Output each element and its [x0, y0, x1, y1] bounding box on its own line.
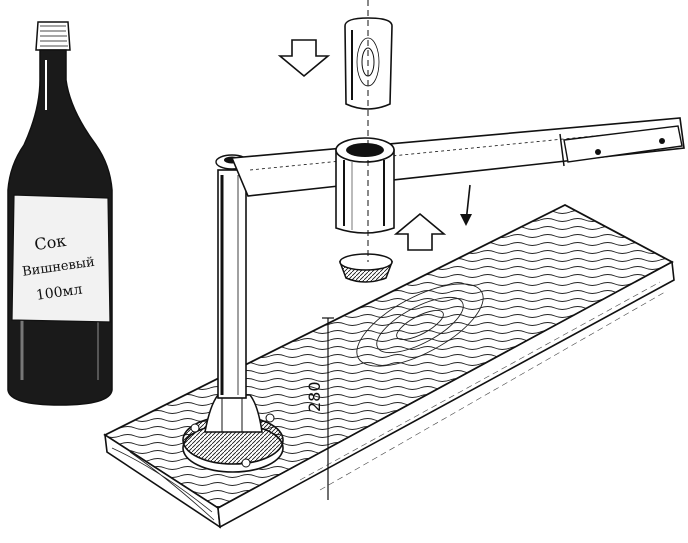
- bottle-label-line1: Сок: [33, 231, 67, 254]
- bottle: [7, 21, 113, 406]
- up-arrow-icon: [393, 212, 447, 251]
- bottle-cap: [338, 253, 394, 283]
- down-arrow-icon: [277, 39, 331, 78]
- lever-motion-arrow-icon: [460, 184, 472, 226]
- bottle-label-line3: 100мл: [35, 282, 83, 304]
- height-dimension: [322, 317, 334, 500]
- vertical-column: [215, 154, 249, 399]
- press-sleeve: [335, 137, 395, 234]
- wooden-base-board: [103, 203, 675, 529]
- pillar-base-flange: [182, 394, 284, 473]
- lever-arm: [230, 117, 685, 197]
- dimension-label: 280: [305, 381, 324, 412]
